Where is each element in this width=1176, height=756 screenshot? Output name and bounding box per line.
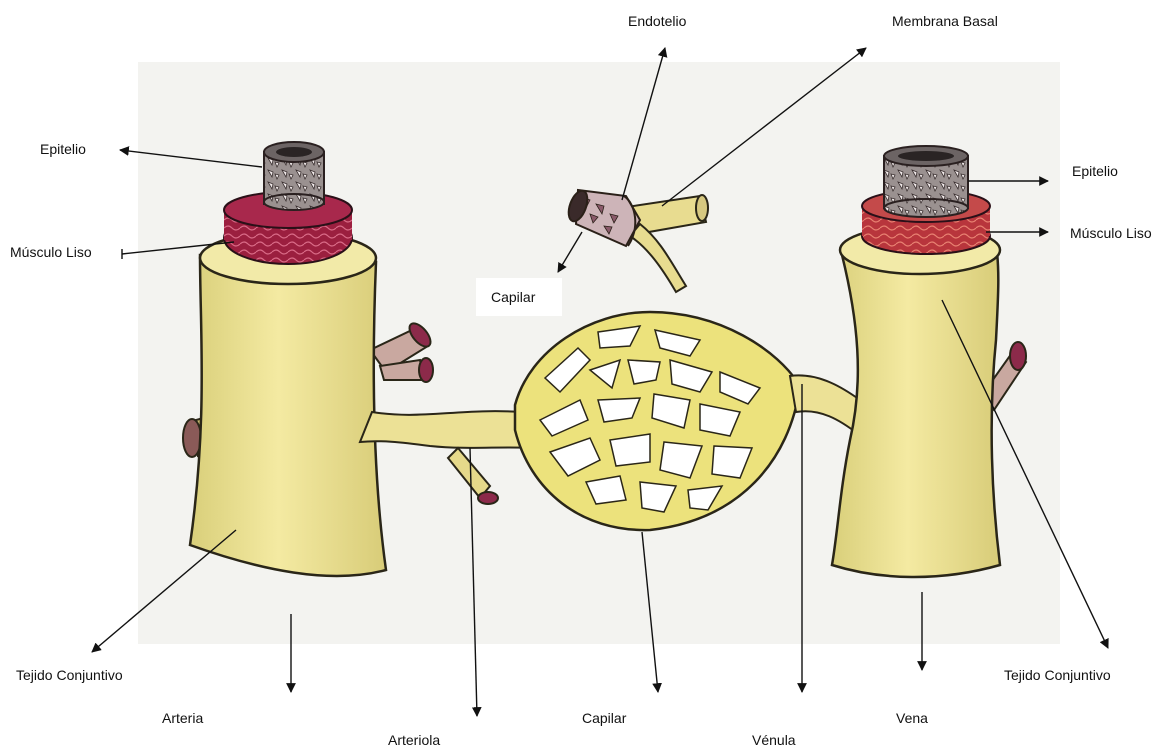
label-capilar-bottom: Capilar	[582, 711, 626, 725]
label-arteriola: Arteriola	[388, 733, 440, 747]
label-musculo-liso-right: Músculo Liso	[1070, 226, 1152, 240]
label-epitelio-right: Epitelio	[1072, 164, 1118, 178]
label-epitelio-left: Epitelio	[40, 142, 86, 156]
label-musculo-liso-left: Músculo Liso	[10, 245, 92, 259]
label-venula: Vénula	[752, 733, 796, 747]
label-arteria: Arteria	[162, 711, 203, 725]
label-endotelio: Endotelio	[628, 14, 686, 28]
label-vena: Vena	[896, 711, 928, 725]
label-tejido-conjuntivo-left: Tejido Conjuntivo	[16, 668, 123, 682]
label-membrana-basal: Membrana Basal	[892, 14, 998, 28]
label-capilar-top: Capilar	[491, 290, 535, 304]
label-tejido-conjuntivo-right: Tejido Conjuntivo	[1004, 668, 1111, 682]
